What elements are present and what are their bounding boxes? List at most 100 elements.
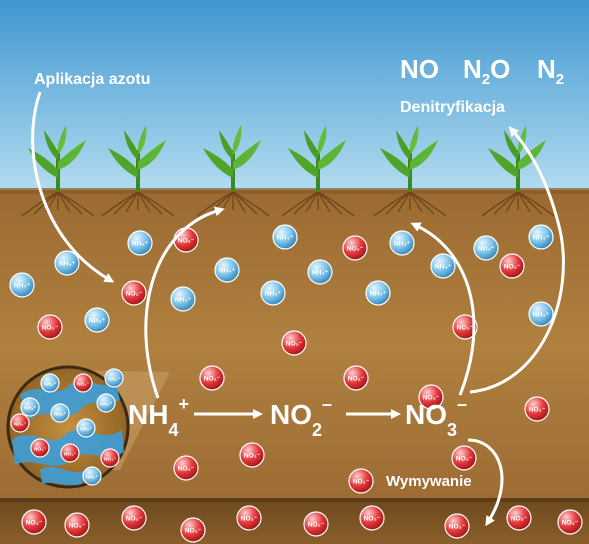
nitrate-ion: NO₃⁻ [281, 330, 307, 356]
nitrate-ion: NO₃⁻ [199, 365, 225, 391]
ion-label: NH₄⁺ [86, 475, 98, 481]
leaching-label: Wymywanie [386, 473, 472, 490]
ammonium-ion: NH₄⁺ [76, 418, 96, 438]
ion-label: NO₃⁻ [178, 466, 195, 473]
corn-plant [196, 125, 270, 217]
application-label: Aplikacja azotu [34, 71, 150, 88]
nitrate-ion: NO₃⁻ [10, 413, 30, 433]
ammonium-ion: NH₄⁺ [50, 403, 70, 423]
ion-label: NO₃⁻ [241, 516, 258, 523]
nitrate-ion: NO₃⁻ [303, 511, 329, 537]
nitrate-ion: NO₃⁻ [30, 438, 50, 458]
ammonium-ion: NH₄⁺ [82, 466, 102, 486]
nitrate-ion: NO₃⁻ [452, 314, 478, 340]
ammonium-ion: NH₄⁺ [214, 257, 240, 283]
nitrate-ion: NO₃⁻ [348, 468, 374, 494]
nitrate-ion: NO₃⁻ [499, 253, 525, 279]
ion-label: NH₄⁺ [54, 412, 66, 418]
plant-uptake-arrow-ammonium [144, 206, 225, 399]
ion-label: NO₃⁻ [34, 447, 47, 453]
corn-plant [281, 125, 355, 217]
ion-label: NO₃⁻ [244, 453, 261, 460]
corn-plant [101, 125, 175, 217]
nitrate-formula: NO3– [405, 394, 467, 440]
ammonium-ion: NH₄⁺ [528, 224, 554, 250]
nitrate-ion: NO₃⁻ [506, 505, 532, 531]
ion-label: NH₄⁺ [478, 246, 495, 253]
nitrate-ion: NO₃⁻ [37, 314, 63, 340]
nitrate-ion: NO₃⁻ [343, 365, 369, 391]
soil-ions: NH₄⁺NO₃⁻NH₄⁺NH₄⁺NH₄⁺NO₃⁻NH₄⁺NH₄⁺NH₄⁺NH₄⁺… [9, 224, 583, 543]
nitrate-ion: NO₃⁻ [239, 442, 265, 468]
ammonium-ion: NH₄⁺ [127, 230, 153, 256]
ammonium-ion: NH₄⁺ [528, 301, 554, 327]
corn-plant [21, 125, 95, 217]
soil-surface-line [0, 188, 589, 194]
ammonium-ion: NH₄⁺ [170, 286, 196, 312]
ion-label: NH₄⁺ [132, 241, 149, 248]
ion-label: NO₃⁻ [286, 341, 303, 348]
plant-uptake-arrow-nitrate [410, 222, 476, 396]
ammonium-ion: NH₄⁺ [389, 230, 415, 256]
ion-label: NH₄⁺ [219, 268, 236, 275]
ion-label: NH₄⁺ [394, 241, 411, 248]
nitrate-ion: NO₃⁻ [73, 373, 93, 393]
ion-label: NO₃⁻ [42, 325, 59, 332]
ammonium-ion: NH₄⁺ [473, 235, 499, 261]
ion-label: NO₃⁻ [185, 528, 202, 535]
ion-label: NH₄⁺ [89, 318, 106, 325]
ion-label: NO₃⁻ [562, 520, 579, 527]
nitrate-ion: NO₃⁻ [173, 227, 199, 253]
ion-label: NH₄⁺ [265, 291, 282, 298]
nitrate-ion: NO₃⁻ [236, 505, 262, 531]
gas-no: NO [400, 54, 439, 84]
ion-label: NH₄⁺ [175, 297, 192, 304]
ion-label: NH₄⁺ [14, 283, 31, 290]
corn-plant [373, 125, 447, 217]
ion-label: NO₃⁻ [126, 291, 143, 298]
ion-label: NO₃⁻ [457, 325, 474, 332]
nitrate-ion: NO₃⁻ [524, 396, 550, 422]
nitrate-ion: NO₃⁻ [121, 280, 147, 306]
ammonium-ion: NH₄⁺ [260, 280, 286, 306]
ion-label: NO₃⁻ [64, 452, 77, 458]
ion-label: NO₃⁻ [504, 264, 521, 271]
nitrate-ion: NO₃⁻ [418, 384, 444, 410]
ion-label: NO₃⁻ [26, 520, 43, 527]
leaching-arrow [467, 438, 504, 527]
ammonium-ion: NH₄⁺ [96, 393, 116, 413]
nitrate-ion: NO₃⁻ [180, 517, 206, 543]
denitrification-arrow [469, 126, 565, 394]
corn-plants [21, 125, 555, 217]
ammonium-ion: NH₄⁺ [272, 224, 298, 250]
subsoil-line [0, 498, 589, 502]
nitrate-ion: NO₃⁻ [121, 505, 147, 531]
nitrate-ion: NO₃⁻ [359, 505, 385, 531]
gas-n2: N2 [537, 54, 564, 88]
ion-label: NH₄⁺ [44, 382, 56, 388]
ion-label: NH₄⁺ [100, 402, 112, 408]
ammonium-ion: NH₄⁺ [54, 250, 80, 276]
ion-label: NO₃⁻ [511, 516, 528, 523]
gas-n2o: N2O [463, 54, 510, 88]
ammonium-ion: NH₄⁺ [365, 280, 391, 306]
nitrate-ion: NO₃⁻ [173, 455, 199, 481]
ion-label: NH₄⁺ [24, 406, 36, 412]
ammonium-ion: NH₄⁺ [20, 397, 40, 417]
ion-label: NH₄⁺ [435, 264, 452, 271]
application-arrow [31, 91, 115, 283]
ammonium-formula: NH4+ [128, 394, 189, 440]
ammonium-ion: NH₄⁺ [104, 368, 124, 388]
ion-label: NO₃⁻ [77, 382, 90, 388]
ion-label: NH₄⁺ [277, 235, 294, 242]
ion-label: NH₄⁺ [312, 270, 329, 277]
ion-label: NO₃⁻ [353, 479, 370, 486]
nitrate-ion: NO₃⁻ [451, 445, 477, 471]
nitrate-ion: NO₃⁻ [60, 443, 80, 463]
ion-label: NO₃⁻ [14, 422, 27, 428]
ion-label: NO₃⁻ [69, 523, 86, 530]
ion-label: NH₄⁺ [533, 235, 550, 242]
ion-label: NO₃⁻ [204, 376, 221, 383]
soil-pore-magnifier: NH₄⁺ NO₃⁻ NH₄⁺ NH₄⁺ NH₄⁺ NH₄⁺ NO₃⁻ NH₄⁺ NO₃⁻ NO₃⁻… [6, 365, 130, 489]
